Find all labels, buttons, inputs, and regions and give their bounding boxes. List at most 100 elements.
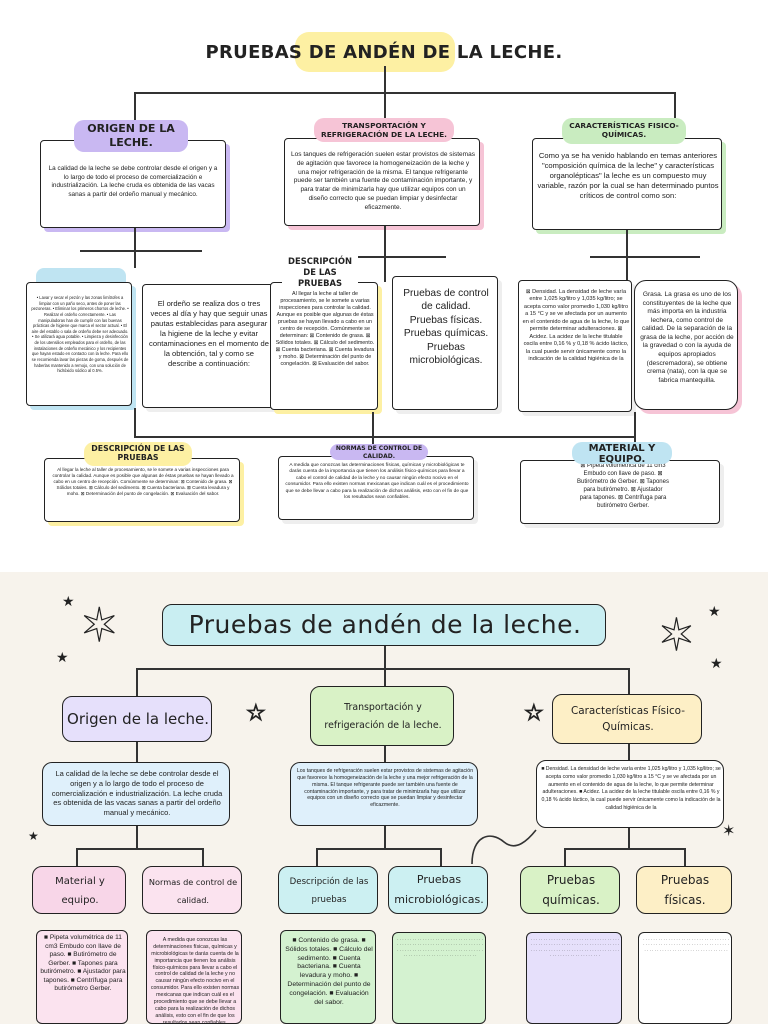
b-normas-text-box: A medida que conozcas las determinacione… <box>146 930 242 1026</box>
normas-box: A medida que conozcas las determinacione… <box>278 456 474 520</box>
b-origen-text: La calidad de la leche se debe controlar… <box>51 769 223 817</box>
curve-connector <box>471 829 537 865</box>
transporte-label: TRANSPORTACIÓN Y REFRIGERACIÓN DE LA LEC… <box>314 118 454 142</box>
descripcion-box: Al llegar la leche al taller de procesam… <box>270 282 378 410</box>
star-icon: ✶ <box>722 823 736 840</box>
b-caract-text: ■ Densidad. La densidad de leche varía e… <box>541 766 721 811</box>
connector <box>440 848 442 866</box>
page-title: PRUEBAS DE ANDÉN DE LA LECHE. <box>205 42 563 63</box>
connector <box>134 92 136 128</box>
b-quimicas-text: · · · · · · · · · · · · · · · · · · · · … <box>530 937 620 959</box>
b-desc-text: ■ Contenido de grasa. ■ Sólidos totales.… <box>285 937 373 1006</box>
normas-text: A medida que conozcas las determinacione… <box>285 463 469 501</box>
b-transporte-text-box: Los tanques de refrigeración suelen esta… <box>290 762 478 826</box>
material-box: ⊠ Pipeta volumétrica de 11 cm3 Embudo co… <box>520 460 720 524</box>
b-material-text-box: ■ Pipeta volumétrica de 11 cm3 Embudo co… <box>36 930 128 1024</box>
densidad-text: ⊠ Densidad. La densidad de leche varía e… <box>522 289 630 363</box>
b-quimicas-label: Pruebas químicas. <box>542 873 600 907</box>
connector <box>134 408 136 436</box>
connector <box>316 848 318 866</box>
caracteristicas-text: Como ya se ha venido hablando en temas a… <box>537 151 719 201</box>
material-text: ⊠ Pipeta volumétrica de 11 cm3 Embudo co… <box>577 463 669 509</box>
star-icon: ★ <box>28 829 39 843</box>
b-transporte-text: Los tanques de refrigeración suelen esta… <box>296 768 474 809</box>
connector <box>134 436 634 438</box>
connector <box>384 226 386 282</box>
b-fisicas-text: · · · · · · · · · · · · · · · · · · · · … <box>643 937 729 953</box>
b-origen-label: Origen de la leche. <box>67 710 209 728</box>
bottom-mindmap: ✶ ★ ★ ✶ ★ ★ ★ ☆ ☆ ✶ Pruebas de andén de … <box>0 572 768 1026</box>
connector <box>316 848 440 850</box>
connector <box>134 228 136 268</box>
star-icon: ✶ <box>79 599 119 651</box>
caracteristicas-label: CARACTERÍSTICAS FISICO-QUÍMICAS. <box>562 118 686 144</box>
star-icon: ★ <box>708 603 721 619</box>
connector <box>80 250 202 252</box>
bottom-title: Pruebas de andén de la leche. <box>188 610 582 639</box>
b-micro-label-box: Pruebas microbiológicas. <box>388 866 488 914</box>
connector <box>136 826 138 848</box>
connector <box>384 826 386 848</box>
connector <box>306 256 446 258</box>
densidad-box: ⊠ Densidad. La densidad de leche varía e… <box>518 280 632 412</box>
connector <box>564 848 684 850</box>
origen-label: ORIGEN DE LA LECHE. <box>74 120 188 152</box>
b-transporte-label-box: Transportación y refrigeración de la lec… <box>310 686 454 746</box>
b-caract-label: Características Físico-Químicas. <box>571 705 685 733</box>
connector <box>136 668 138 696</box>
b-origen-label-box: Origen de la leche. <box>62 696 212 742</box>
star-icon: ☆ <box>523 700 544 725</box>
star-icon: ★ <box>62 593 75 609</box>
bottom-title-box: Pruebas de andén de la leche. <box>162 604 606 646</box>
b-desc-text-box: ■ Contenido de grasa. ■ Sólidos totales.… <box>280 930 376 1024</box>
b-fisicas-label-box: Pruebas físicas. <box>636 866 732 914</box>
b-quimicas-text-box: · · · · · · · · · · · · · · · · · · · · … <box>526 932 622 1024</box>
origen-list-box: • Lavar y secar el pezón y las zonas lim… <box>26 282 132 406</box>
b-normas-label-box: Normas de control de calidad. <box>142 866 242 914</box>
connector <box>626 230 628 280</box>
b-normas-text: A medida que conozcas las determinacione… <box>150 937 240 1026</box>
b-normas-label: Normas de control de calidad. <box>148 877 238 905</box>
b-material-label-box: Material y equipo. <box>32 866 126 914</box>
connector <box>628 744 630 760</box>
b-origen-text-box: La calidad de la leche se debe controlar… <box>42 762 230 826</box>
b-material-label: Material y equipo. <box>55 876 105 906</box>
transporte-box: Los tanques de refrigeración suelen esta… <box>284 138 480 226</box>
connector <box>674 92 676 132</box>
top-mindmap: PRUEBAS DE ANDÉN DE LA LECHE. La calidad… <box>26 32 738 524</box>
connector <box>202 848 204 866</box>
origen-box: La calidad de la leche se debe controlar… <box>40 140 226 228</box>
caracteristicas-box: Como ya se ha venido hablando en temas a… <box>532 138 722 230</box>
b-quimicas-label-box: Pruebas químicas. <box>520 866 620 914</box>
ordeno-text: El ordeño se realiza dos o tres veces al… <box>149 299 269 369</box>
connector <box>136 742 138 762</box>
b-desc-label: Descripción de las pruebas <box>289 877 369 905</box>
material-label: MATERIAL Y EQUIPO. <box>572 442 672 465</box>
pruebas-box: Pruebas de control de calidad. Pruebas f… <box>392 276 498 410</box>
connector <box>564 848 566 866</box>
b-fisicas-text-box: · · · · · · · · · · · · · · · · · · · · … <box>638 932 732 1024</box>
connector <box>384 646 386 686</box>
grasa-text: Grasa. La grasa es uno de los constituye… <box>640 291 734 384</box>
star-icon: ✶ <box>657 611 695 660</box>
ordeno-box: El ordeño se realiza dos o tres veces al… <box>142 284 274 408</box>
connector <box>634 412 636 448</box>
connector <box>628 668 630 694</box>
descripcion-text: Al llegar la leche al taller de procesam… <box>275 291 375 368</box>
connector <box>628 828 630 848</box>
descripcion-label: DESCRIPCIÓN DE LAS PRUEBAS <box>282 256 358 288</box>
desc2-label: DESCRIPCIÓN DE LAS PRUEBAS <box>84 442 192 466</box>
b-material-text: ■ Pipeta volumétrica de 11 cm3 Embudo co… <box>40 934 126 993</box>
origen-text: La calidad de la leche se debe controlar… <box>48 165 218 198</box>
b-micro-text-box: · · · · · · · · · · · · · · · · · · · · … <box>392 932 486 1024</box>
b-desc-label-box: Descripción de las pruebas <box>278 866 378 914</box>
connector <box>590 256 700 258</box>
connector <box>134 92 674 94</box>
b-micro-text: · · · · · · · · · · · · · · · · · · · · … <box>397 937 483 959</box>
star-icon: ★ <box>710 655 723 671</box>
title-highlight <box>295 32 455 72</box>
connector <box>76 848 78 866</box>
connector <box>76 848 202 850</box>
connector <box>384 66 386 136</box>
desc2-text: Al llegar la leche al taller de procesam… <box>52 467 234 496</box>
